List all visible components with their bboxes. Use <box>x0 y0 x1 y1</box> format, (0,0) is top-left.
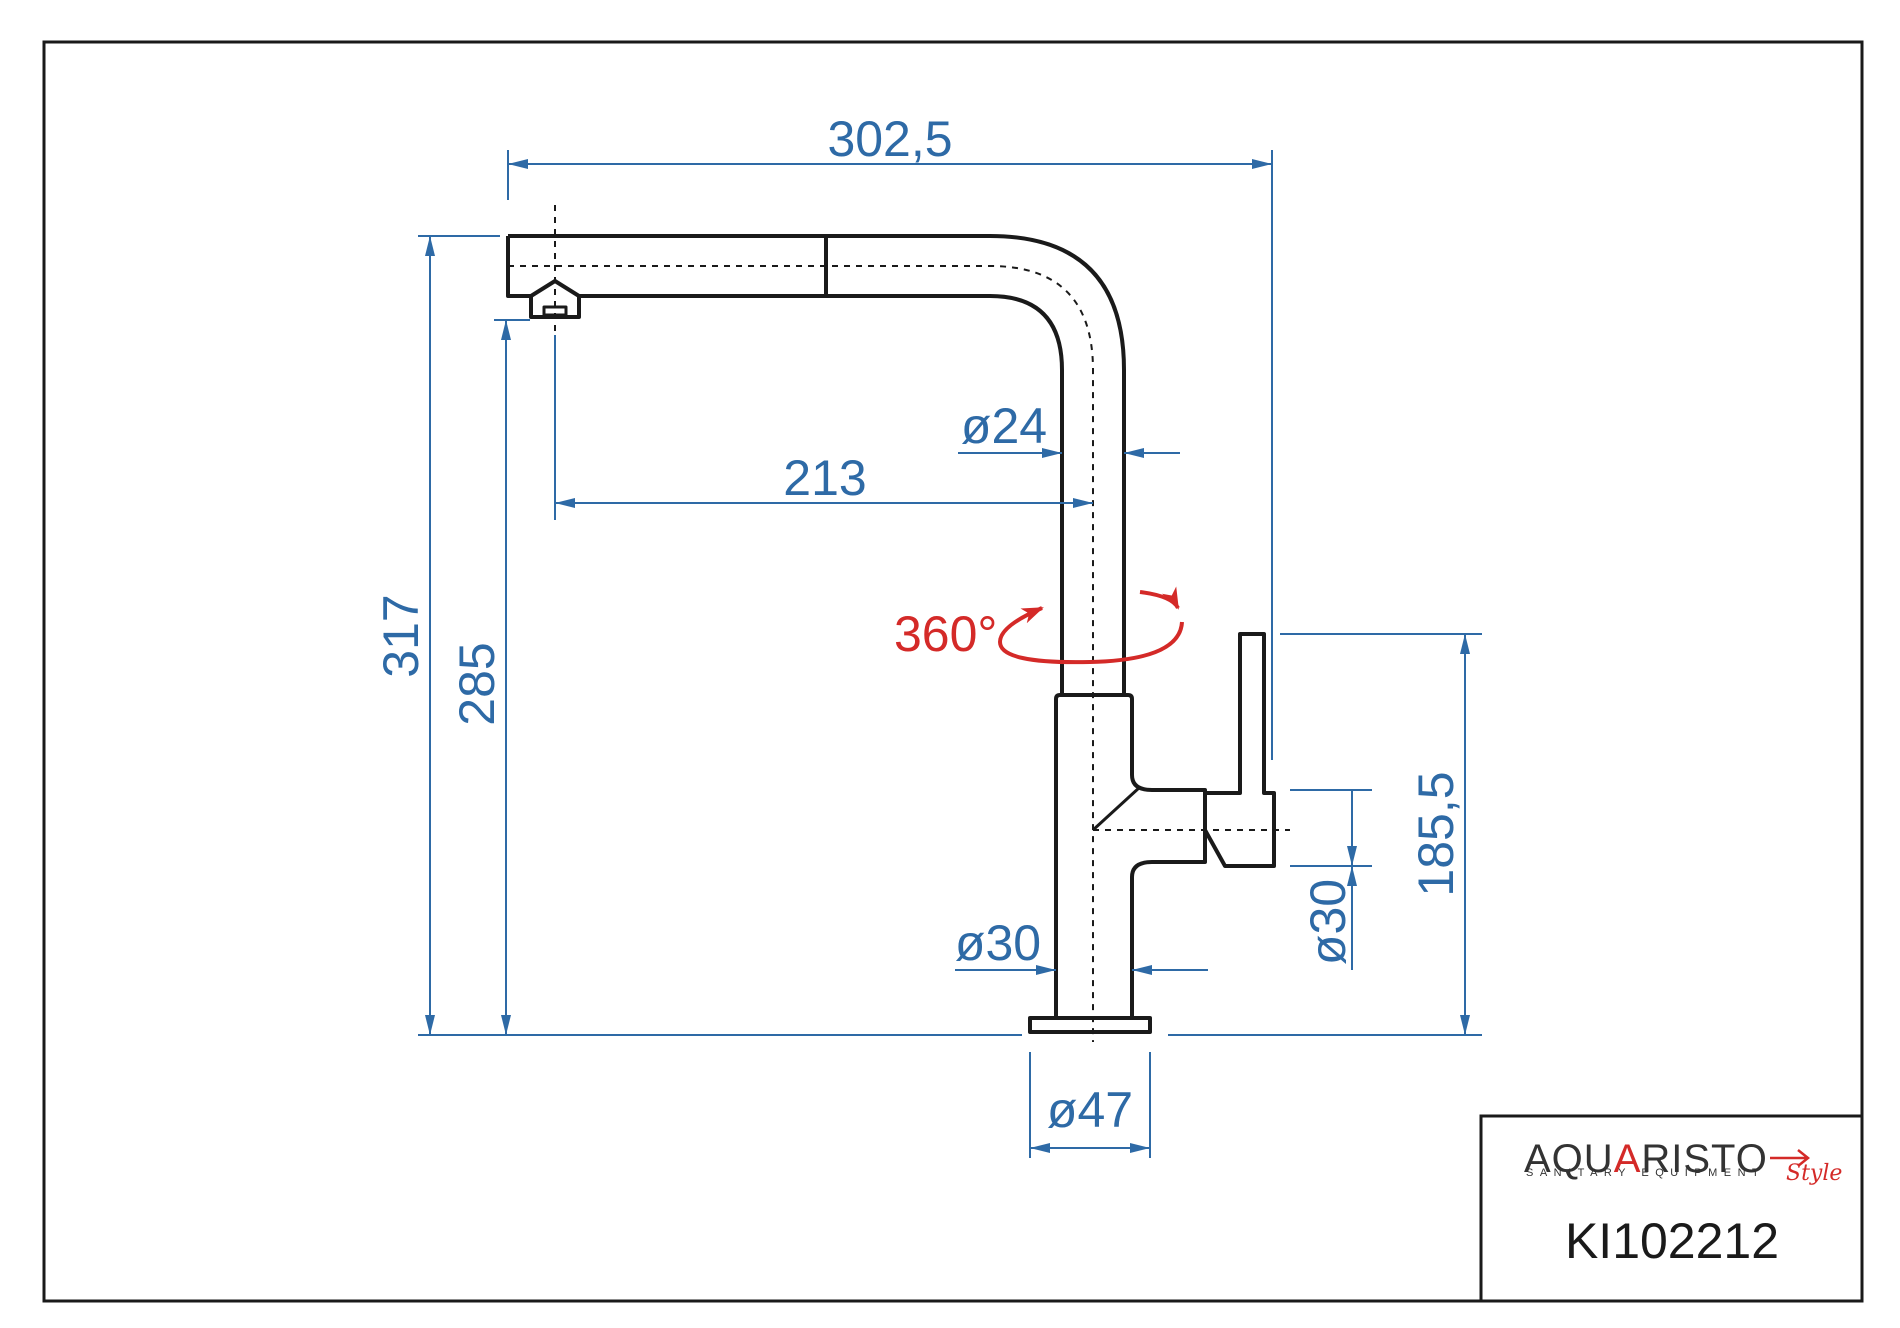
center-lines <box>508 205 1290 1042</box>
dim-handle-height: 185,5 <box>1408 771 1464 896</box>
title-block: AQUARISTO SANITARY EQUIPMENT Style KI102… <box>1479 1114 1864 1303</box>
faucet-outline <box>506 234 1276 1034</box>
dim-total-height: 317 <box>373 594 429 677</box>
product-code: KI102212 <box>1565 1213 1779 1269</box>
faucet-base <box>1028 1016 1152 1034</box>
lever-axis <box>1091 785 1142 832</box>
brand-subtitle: SANITARY EQUIPMENT <box>1526 1167 1765 1179</box>
brand-logo: AQUARISTO SANITARY EQUIPMENT Style <box>1524 1137 1842 1186</box>
svg-text:AQUARISTO: AQUARISTO <box>1524 1137 1768 1181</box>
aerator-head <box>529 279 581 319</box>
drawing-frame <box>42 40 1864 1303</box>
brand-post: RISTO <box>1641 1137 1768 1181</box>
brand-script: Style <box>1786 1161 1842 1186</box>
dim-spout-height: 285 <box>449 642 505 725</box>
dim-body-diameter: ø30 <box>955 915 1041 971</box>
brand-swoosh-icon <box>1770 1149 1811 1167</box>
dim-spout-reach: 213 <box>783 450 866 506</box>
faucet-body <box>1054 693 1207 1020</box>
dim-base-diameter: ø47 <box>1047 1082 1133 1138</box>
brand-accent: A <box>1614 1137 1642 1181</box>
dim-total-width: 302,5 <box>827 111 952 167</box>
rotation-label: 360° <box>894 606 997 662</box>
dim-handle-diameter: ø30 <box>1300 879 1356 965</box>
rotation-indicator: 360° <box>894 586 1184 665</box>
dim-spout-diameter: ø24 <box>961 398 1047 454</box>
faucet-handle <box>1203 632 1276 868</box>
dimension-lines <box>418 150 1482 1158</box>
rotation-arrow-back <box>1139 586 1180 610</box>
rotation-arrow-front <box>997 606 1184 665</box>
dimension-labels: 302,5 213 ø24 ø30 ø47 317 285 185,5 ø30 <box>373 111 1464 1138</box>
brand-pre: AQU <box>1524 1137 1614 1181</box>
faucet-spout-column <box>506 234 1126 695</box>
